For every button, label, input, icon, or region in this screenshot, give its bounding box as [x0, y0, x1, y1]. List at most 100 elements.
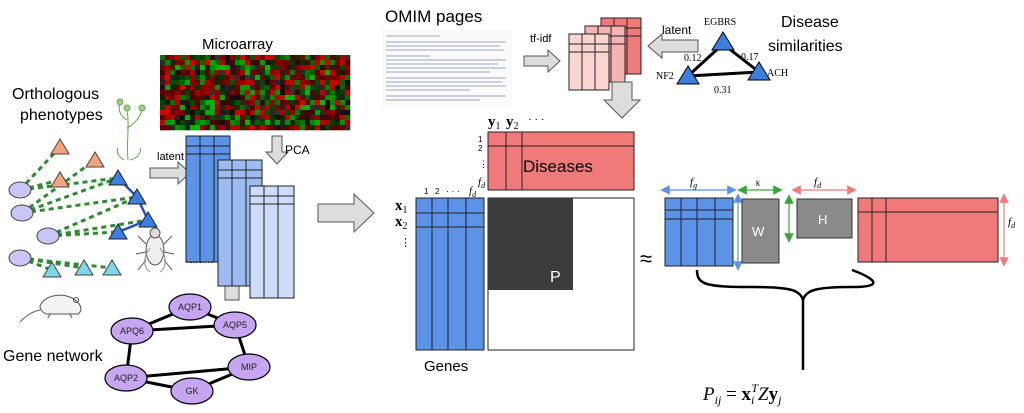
heatmap-cell [210, 80, 216, 86]
edge-weight-017: 0.17 [741, 52, 759, 63]
heatmap-cell [340, 105, 346, 111]
heatmap-cell [345, 110, 351, 116]
heatmap-cell [345, 75, 351, 81]
heatmap-cell [200, 65, 206, 71]
heatmap-cell [185, 105, 191, 111]
heatmap-cell [265, 125, 271, 131]
heatmap-cell [345, 115, 351, 121]
heatmap-cell [255, 90, 261, 96]
heatmap-cell [315, 105, 321, 111]
fd-row-label: fd [478, 176, 486, 190]
heatmap-cell [330, 115, 336, 121]
heatmap-cell [285, 95, 291, 101]
heatmap-cell [220, 60, 226, 66]
heatmap-cell [340, 125, 346, 131]
heatmap-cell [180, 100, 186, 106]
approx-symbol: ≈ [640, 246, 652, 271]
heatmap-cell [165, 65, 171, 71]
heatmap-cell [320, 95, 326, 101]
heatmap-cell [210, 115, 216, 121]
heatmap-cell [330, 100, 336, 106]
heatmap-cell [245, 100, 251, 106]
heatmap-cell [345, 60, 351, 66]
disease-node-egbrs: EGBRS [704, 17, 736, 28]
heatmap-cell [215, 105, 221, 111]
heatmap-cell [265, 95, 271, 101]
heatmap-cell [330, 60, 336, 66]
tfidf-label: tf-idf [530, 33, 552, 45]
heatmap-cell [205, 55, 211, 61]
heatmap-cell [275, 90, 281, 96]
heatmap-cell [340, 75, 346, 81]
heatmap-cell [170, 85, 176, 91]
heatmap-cell [235, 70, 241, 76]
heatmap-cell [175, 95, 181, 101]
heatmap-cell [215, 100, 221, 106]
heatmap-cell [170, 110, 176, 116]
heatmap-cell [325, 85, 331, 91]
heatmap-cell [285, 115, 291, 121]
y-dots-label: · · · [528, 114, 545, 126]
heatmap-cell [340, 95, 346, 101]
heatmap-cell [325, 65, 331, 71]
heatmap-cell [245, 105, 251, 111]
heatmap-cell [255, 65, 261, 71]
heatmap-cell [290, 100, 296, 106]
heatmap-cell [275, 60, 281, 66]
heatmap-cell [330, 85, 336, 91]
heatmap-cell [195, 55, 201, 61]
heatmap-cell [270, 110, 276, 116]
heatmap-cell [260, 65, 266, 71]
heatmap-cell [220, 125, 226, 131]
heatmap-cell [305, 125, 311, 131]
heatmap-cell [180, 65, 186, 71]
heatmap-cell [165, 70, 171, 76]
heatmap-cell [245, 115, 251, 121]
heatmap-cell [250, 75, 256, 81]
heatmap-cell [315, 55, 321, 61]
heatmap-cell [290, 60, 296, 66]
heatmap-cell [335, 125, 341, 131]
heatmap-cell [270, 95, 276, 101]
heatmap-cell [160, 70, 166, 76]
heatmap-cell [195, 75, 201, 81]
heatmap-cell [260, 115, 266, 121]
heatmap-cell [255, 95, 261, 101]
heatmap-cell [220, 75, 226, 81]
heatmap-cell [185, 95, 191, 101]
heatmap-cell [240, 55, 246, 61]
heatmap-cell [185, 70, 191, 76]
gene-feature-matrix [664, 197, 734, 267]
heatmap-cell [175, 80, 181, 86]
heatmap-cell [170, 60, 176, 66]
heatmap-cell [225, 80, 231, 86]
heatmap-cell [240, 125, 246, 131]
genes-matrix [415, 197, 485, 351]
h-label: H [818, 212, 827, 227]
y1-label: y1 [488, 114, 501, 132]
heatmap-cell [230, 75, 236, 81]
heatmap-cell [225, 105, 231, 111]
heatmap-cell [185, 125, 191, 131]
heatmap-cell [240, 60, 246, 66]
heatmap-cell [180, 80, 186, 86]
heatmap-cell [185, 100, 191, 106]
heatmap-cell [305, 75, 311, 81]
heatmap-cell [275, 70, 281, 76]
heatmap-cell [310, 125, 316, 131]
heatmap-cell [170, 65, 176, 71]
heatmap-cell [330, 75, 336, 81]
col-dots-label: · · · [446, 186, 460, 196]
heatmap-cell [335, 85, 341, 91]
heatmap-cell [290, 70, 296, 76]
heatmap-cell [255, 115, 261, 121]
heatmap-cell [335, 65, 341, 71]
heatmap-cell [315, 85, 321, 91]
latent-label-phenotypes: latent [157, 151, 184, 163]
heatmap-cell [245, 90, 251, 96]
heatmap-cell [255, 85, 261, 91]
heatmap-cell [315, 80, 321, 86]
heatmap-cell [180, 75, 186, 81]
latent-arrow-disease [647, 32, 699, 60]
heatmap-cell [320, 125, 326, 131]
